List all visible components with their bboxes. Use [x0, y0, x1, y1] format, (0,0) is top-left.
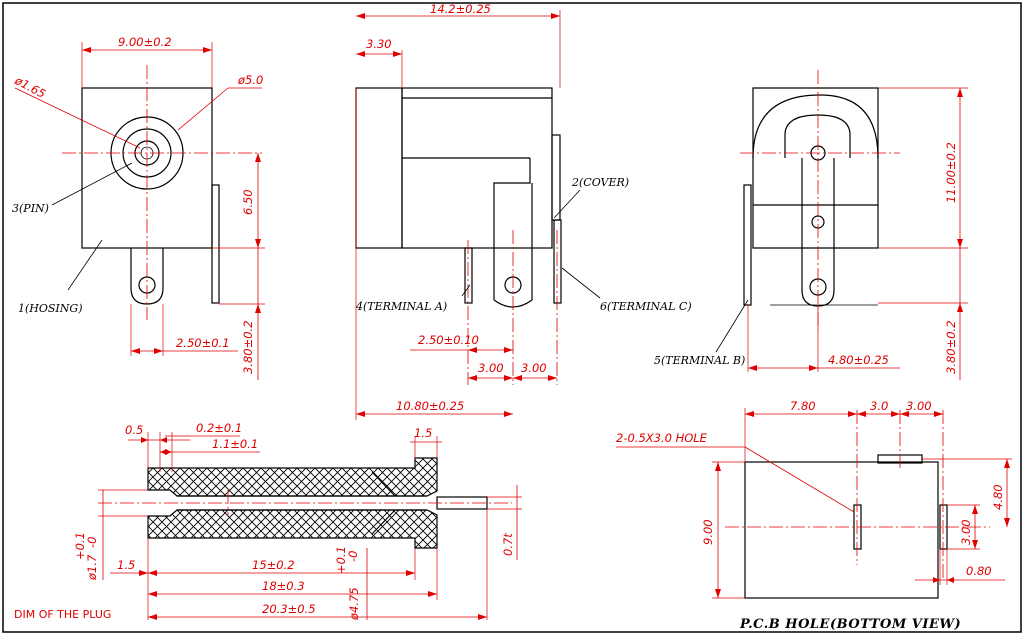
- label-terminal-a: 4(TERMINAL A): [355, 300, 447, 313]
- side-depth-dim: 10.80±0.25: [396, 399, 464, 413]
- front-outer-dim: ø5.0: [237, 73, 263, 87]
- rear-terminal-length-dim: 3.80±0.2: [944, 320, 958, 374]
- plug-caption: DIM OF THE PLUG: [14, 608, 111, 621]
- plug-body-bottom: [147, 509, 438, 549]
- front-terminal-offset-dim: 2.50±0.1: [176, 336, 230, 350]
- pcb-dim-300-right: 3.00: [959, 519, 973, 545]
- rear-housing: [752, 87, 879, 249]
- plug-pin-tol-plus: +0.1: [73, 532, 87, 560]
- pcb-outline: [744, 461, 939, 599]
- label-cover: 2(COVER): [571, 176, 629, 189]
- pcb-hole-label: 2-0.5X3.0 HOLE: [616, 431, 708, 445]
- plug-outer-tol-plus: +0.1: [334, 546, 348, 574]
- rear-view: 11.00±0.2 3.80±0.2 4.80±0.25 5(TERMINAL …: [654, 70, 968, 380]
- plug-outer-tol-minus: -0: [346, 551, 360, 562]
- label-pin: 3(PIN): [12, 202, 49, 215]
- side-terminal-b: [493, 183, 533, 308]
- rear-height-dim: 11.00±0.2: [944, 142, 958, 203]
- rear-width-dim: 4.80±0.25: [828, 353, 889, 367]
- pcb-dim-300-top: 3.00: [906, 399, 932, 413]
- plug-dim-mid: 18±0.3: [262, 579, 305, 593]
- rear-terminal-b: [743, 184, 752, 306]
- plug-dim-05: 0.5: [125, 423, 143, 437]
- plug-dim-15-left: 1.5: [117, 558, 135, 572]
- side-terminal-c: [553, 219, 562, 304]
- pcb-dim-900: 9.00: [701, 519, 715, 545]
- label-terminal-b: 5(TERMINAL B): [654, 354, 745, 367]
- side-length-dim: 14.2±0.25: [430, 2, 491, 16]
- pcb-view: 7.80 3.0 3.00 2-0.5X3.0 HOLE 9.00 4.80 3…: [616, 399, 1012, 632]
- side-terminal-a: [464, 247, 473, 304]
- side-front-dim: 3.30: [366, 37, 392, 51]
- pcb-dim-30: 3.0: [870, 399, 888, 413]
- side-spacing-2: 3.00: [521, 361, 547, 375]
- pcb-title: P.C.B HOLE(BOTTOM VIEW): [739, 617, 961, 632]
- front-height-dim: 6.50: [241, 189, 255, 215]
- plug-dim-inner: 15±0.2: [252, 558, 295, 572]
- plug-dim-02: 0.2±0.1: [196, 421, 242, 435]
- plug-outer-dia-dim: ø4.75: [347, 587, 361, 621]
- plug-view: 0.5 0.2±0.1 1.1±0.1 1.5 ø1.7 +0.1 -0 1.5…: [14, 421, 522, 621]
- plug-dim-11: 1.1±0.1: [212, 437, 258, 451]
- pcb-dim-780: 7.80: [790, 399, 816, 413]
- pcb-dim-080: 0.80: [966, 564, 992, 578]
- plug-pin-tol-minus: -0: [85, 537, 99, 548]
- plug-dim-total: 20.3±0.5: [262, 602, 316, 616]
- label-housing: 1(HOSING): [18, 302, 83, 315]
- plug-pin-dia-dim: ø1.7: [85, 554, 99, 581]
- front-pin-hole-dim: ø1.65: [12, 73, 48, 101]
- pcb-dim-480: 4.80: [991, 484, 1005, 510]
- side-view: 14.2±0.25 3.30 10.80±0.25 2.50±0.10 3.00…: [355, 2, 692, 420]
- label-terminal-c: 6(TERMINAL C): [600, 300, 692, 313]
- front-width-dim: 9.00±0.2: [118, 35, 172, 49]
- front-view: 9.00±0.2 ø1.65 ø5.0 6.50 2.50±0.1 3.80±0…: [12, 35, 265, 380]
- side-terminal-a-dim: 2.50±0.10: [418, 333, 479, 347]
- side-spacing-1: 3.00: [478, 361, 504, 375]
- plug-thickness-dim: 0.7t: [501, 533, 515, 556]
- plug-dim-15-top: 1.5: [414, 426, 432, 440]
- front-terminal-length-dim: 3.80±0.2: [241, 320, 255, 374]
- plug-body-top: [147, 457, 438, 497]
